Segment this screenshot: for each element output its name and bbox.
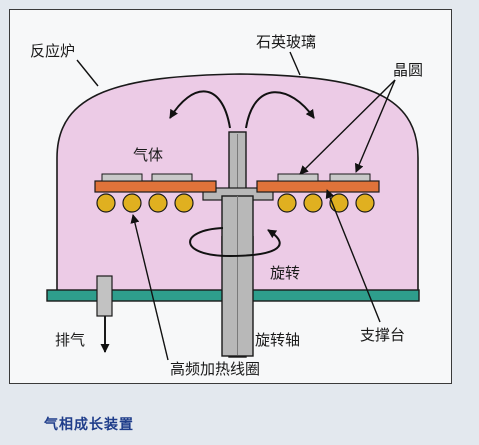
leader-rf-coil	[130, 214, 169, 361]
label-rf-coil: 高频加热线圈	[170, 360, 260, 378]
gas-flow-arrow-left	[169, 90, 231, 129]
exhaust-pipe	[96, 275, 113, 317]
rf-coil-turn	[277, 193, 297, 213]
support-stage-left	[94, 180, 217, 193]
label-rotation: 旋转	[270, 264, 300, 282]
rf-coil-turn	[303, 193, 323, 213]
label-reactor: 反应炉	[30, 42, 75, 60]
support-stage-right	[256, 180, 380, 193]
wafer	[277, 173, 319, 182]
label-quartz-glass: 石英玻璃	[256, 33, 316, 51]
rf-coil-turn	[96, 193, 116, 213]
label-gas: 气体	[133, 146, 163, 164]
rf-coil-turn	[355, 193, 375, 213]
rf-coil-turn	[174, 193, 194, 213]
leader-wafer-2	[354, 79, 396, 173]
rf-coil-turn	[148, 193, 168, 213]
wafer	[101, 173, 143, 182]
leader-quartz	[289, 51, 301, 76]
label-wafer: 晶圆	[393, 61, 423, 79]
figure-caption: 气相成长装置	[44, 417, 134, 433]
leader-wafer-1	[299, 79, 396, 175]
label-rotating-shaft: 旋转轴	[255, 331, 300, 349]
leader-reactor	[76, 59, 99, 87]
wafer	[151, 173, 193, 182]
leader-support-stage	[325, 189, 381, 323]
rf-coil-turn	[122, 193, 142, 213]
label-support-stage: 支撑台	[360, 326, 405, 344]
label-exhaust: 排气	[55, 331, 85, 349]
rotation-arrow	[189, 227, 281, 258]
wafer	[329, 173, 371, 182]
gas-flow-arrow-right	[245, 91, 315, 129]
